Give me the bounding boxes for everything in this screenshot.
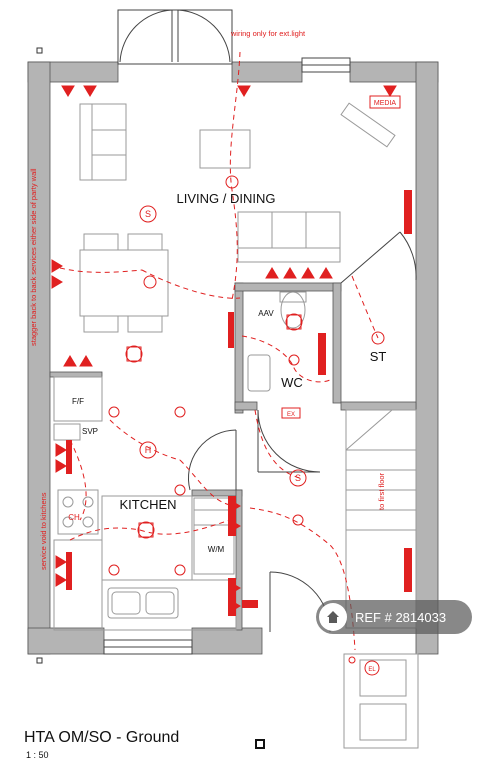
extract-fan-label: EX <box>287 412 295 418</box>
svp-label: SVP <box>82 427 98 436</box>
heater-h: H <box>139 441 157 459</box>
doors <box>117 9 417 633</box>
light-points <box>108 175 385 676</box>
walls <box>27 61 439 655</box>
party-wall-note: stagger back to back services either sid… <box>29 168 38 346</box>
extract-fan-box <box>281 407 301 419</box>
socket-outlets <box>51 85 397 613</box>
corner-marker <box>255 739 265 749</box>
electric-meter-label: EL <box>368 667 376 673</box>
red-panels <box>66 312 258 616</box>
radiators <box>318 190 412 592</box>
drawing-scale: 1 : 50 <box>26 750 49 760</box>
room-label-kitchen: KITCHEN <box>119 497 176 512</box>
windows <box>103 57 351 655</box>
svg-text:H: H <box>145 445 152 455</box>
room-label-store: ST <box>370 349 387 364</box>
svg-text:S: S <box>145 209 151 219</box>
wiring-note: wiring only for ext.light <box>230 29 306 38</box>
socket-s-living: S <box>139 205 157 223</box>
service-void-note: service void to kitchens <box>39 492 48 570</box>
aav-label: AAV <box>258 309 274 318</box>
first-floor-note: to first floor <box>377 472 386 510</box>
socket-s-hall: S <box>289 469 307 487</box>
fridge-freezer-label: F/F <box>72 397 84 406</box>
room-label-living: LIVING / DINING <box>177 191 276 206</box>
drawing-title: HTA OM/SO - Ground <box>24 729 179 746</box>
media-box <box>369 95 401 109</box>
home-icon <box>319 603 347 631</box>
corner-marker <box>36 657 43 664</box>
media-label: MEDIA <box>374 100 397 107</box>
reference-badge: REF # 2814033 <box>316 600 472 634</box>
cooker-hood-label: CH <box>68 513 80 522</box>
room-label-wc: WC <box>281 375 303 390</box>
svg-text:S: S <box>295 473 301 483</box>
washing-machine-label: W/M <box>208 545 225 554</box>
reference-number: REF # 2814033 <box>355 609 447 625</box>
electrical-routes <box>59 51 379 651</box>
corner-marker <box>36 47 43 54</box>
